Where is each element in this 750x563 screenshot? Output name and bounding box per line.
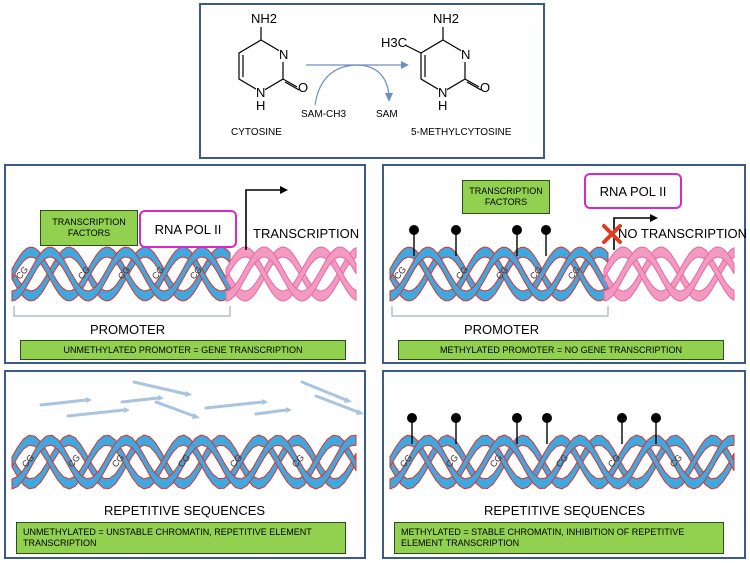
cytosine-n1: N <box>256 85 266 100</box>
methyl-group-pin <box>451 413 461 444</box>
methylcytosine-n3: N <box>461 47 471 62</box>
methyl-group-pin <box>407 413 417 444</box>
transcription-label: TRANSCRIPTION <box>253 226 360 241</box>
rna-pol-ii-box: RNA POL II <box>584 173 682 209</box>
transcription-arrow <box>245 186 288 250</box>
promoter-label: PROMOTER <box>464 322 540 337</box>
helix-strands <box>389 434 735 490</box>
cytosine-label: CYTOSINE <box>231 127 282 138</box>
promoter-bracket <box>13 306 231 317</box>
methylcytosine-h: H <box>438 98 448 113</box>
methylcytosine-o: O <box>480 80 491 95</box>
methyl-group-pin <box>512 225 522 256</box>
methyl-group-pin <box>651 413 661 444</box>
promoter-label: PROMOTER <box>90 322 166 337</box>
sam-ch3-label: SAM-CH3 <box>301 109 347 120</box>
transcription-factors-box: TRANSCRIPTION FACTORS <box>462 180 550 214</box>
methyl-group-pin <box>451 225 461 256</box>
methylcytosine-label: 5-METHYLCYTOSINE <box>411 127 512 138</box>
caption-box: METHYLATED = STABLE CHROMATIN, INHIBITIO… <box>394 522 724 554</box>
block-x-icon <box>602 224 622 244</box>
cytosine-structure <box>238 27 300 93</box>
methylcytosine-n1: N <box>438 85 448 100</box>
rna-pol-ii-box: RNA POL II <box>139 210 237 248</box>
chromatin-fragments <box>39 380 364 419</box>
methylation-reaction-panel: NH2 N N H O CYTOSINE NH2 N N H O H3C 5-M… <box>199 3 545 159</box>
caption-box: UNMETHYLATED PROMOTER = GENE TRANSCRIPTI… <box>20 340 346 360</box>
methyl-group-pin <box>542 413 552 444</box>
promoter-bracket <box>391 306 609 317</box>
helix-strands <box>389 246 735 302</box>
helix-strands <box>11 434 357 490</box>
blocked-transcription-arrow <box>602 214 658 250</box>
methyl-group-pin <box>617 413 627 444</box>
caption-box: METHYLATED PROMOTER = NO GENE TRANSCRIPT… <box>398 340 724 360</box>
no-transcription-label: NO TRANSCRIPTION <box>618 226 748 241</box>
cytosine-h: H <box>256 98 266 113</box>
sam-label: SAM <box>376 109 398 120</box>
repetitive-sequences-label: REPETITIVE SEQUENCES <box>484 503 646 518</box>
caption-box: UNMETHYLATED = UNSTABLE CHROMATIN, REPET… <box>16 522 346 554</box>
reaction-arrow <box>306 61 409 106</box>
helix-strands <box>11 246 357 302</box>
methyl-group-pin <box>541 225 551 256</box>
transcription-factors-box: TRANSCRIPTION FACTORS <box>40 210 138 246</box>
methyl-group-pin <box>409 225 419 256</box>
repetitive-sequences-label: REPETITIVE SEQUENCES <box>104 503 266 518</box>
cytosine-n3: N <box>279 47 289 62</box>
methyl-group-pin <box>512 413 522 444</box>
methylcytosine-h3c: H3C <box>381 35 408 50</box>
cytosine-nh2: NH2 <box>251 11 278 26</box>
cytosine-o: O <box>298 80 309 95</box>
methylcytosine-nh2: NH2 <box>433 11 460 26</box>
